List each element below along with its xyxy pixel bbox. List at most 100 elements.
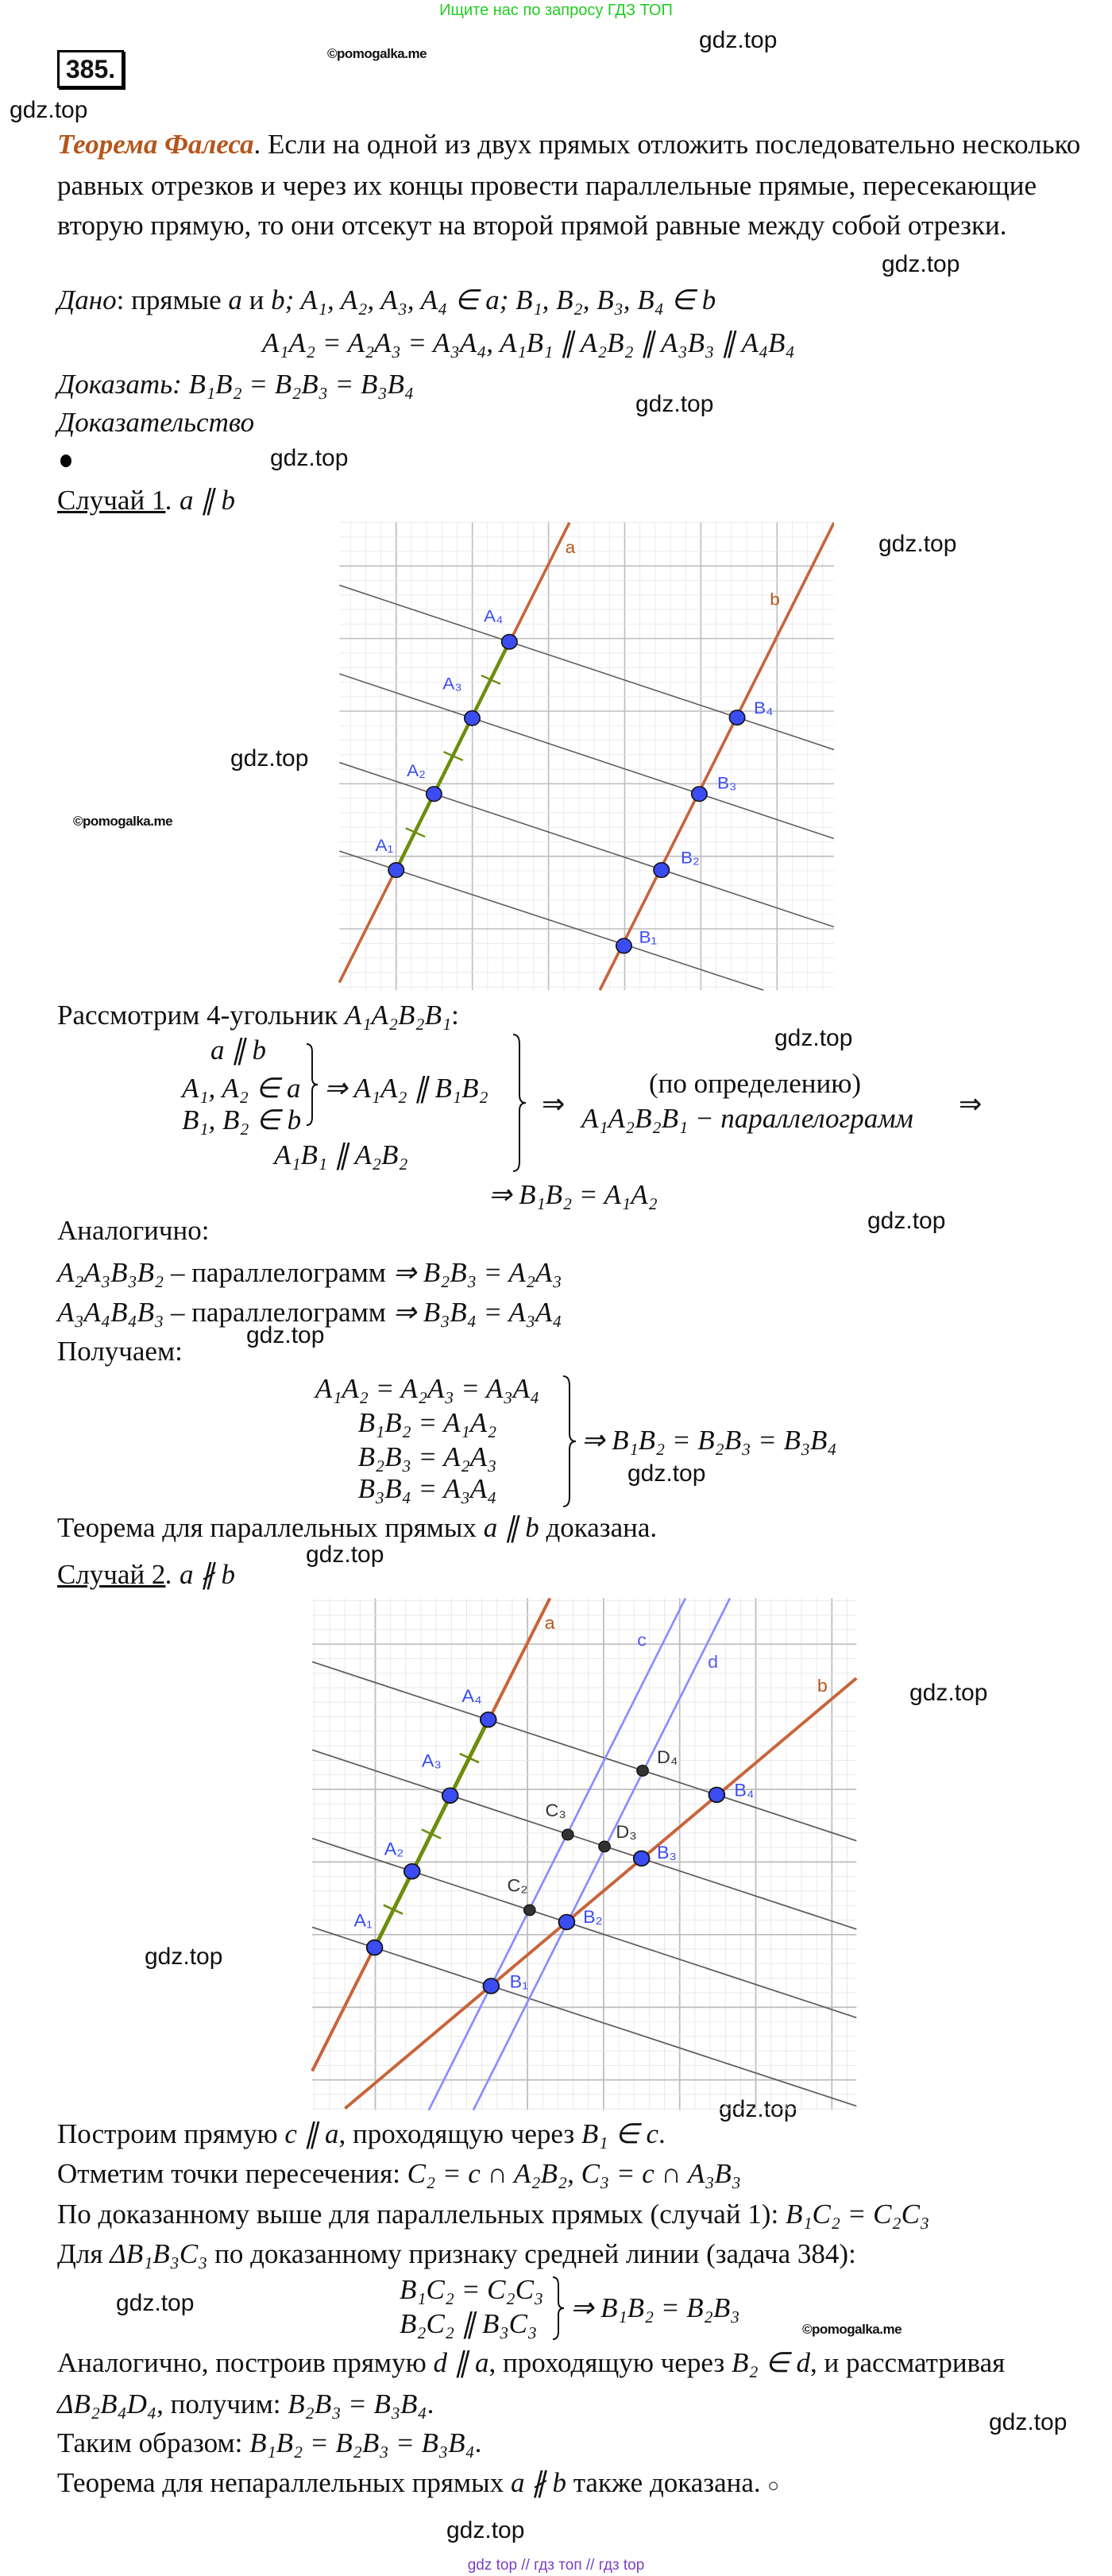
label-d3: D₃ <box>616 1822 636 1842</box>
get-sys-line: B₃B₄ = A₃A₄ <box>357 1473 497 1504</box>
grid <box>339 521 834 991</box>
figure-case2: A₁ A₂ A₃ A₄ B₁ B₂ B₃ B₄ C₂ C₃ D₃ D₄ a b … <box>311 1597 858 2111</box>
case2-sys-line: B₁C₂ = C₂C₃ <box>400 2274 544 2305</box>
text: Рассмотрим 4-угольник <box>57 1000 345 1031</box>
line-a3b3 <box>339 673 834 840</box>
theorem-line-2: равных отрезков и через их концы провест… <box>57 170 1037 201</box>
text: Отметим точки пересечения: <box>57 2158 407 2189</box>
text: – параллелограмм <box>164 1297 393 1328</box>
text: , проходящую через <box>488 2347 732 2378</box>
label-a1: A₁ <box>376 836 394 855</box>
end-of-proof-icon: ○ <box>767 2476 779 2497</box>
point-d4 <box>636 1764 649 1777</box>
points <box>388 633 746 954</box>
watermark: gdz.top <box>145 1944 223 1970</box>
math: a ∦ b <box>510 2467 566 2498</box>
text: и <box>241 284 272 315</box>
point-b3 <box>632 1850 651 1867</box>
label-b3: B₃ <box>657 1842 677 1862</box>
watermark: gdz.top <box>230 745 309 772</box>
sys-result: ⇒ B₁B₂ = A₁A₂ <box>488 1179 658 1210</box>
aux-points <box>523 1764 649 1917</box>
by-definition: (по определению) <box>649 1068 862 1099</box>
points <box>365 1711 726 1994</box>
point-b1 <box>615 938 632 954</box>
text: доказана. <box>539 1512 658 1543</box>
case2-sys-line: B₂C₂ ∥ B₃C₃ <box>400 2308 538 2339</box>
point-labels: A₁ A₂ A₃ A₄ B₁ B₂ B₃ B₄ <box>354 1685 755 1991</box>
sys-mid: ⇒ A₁A₂ ∥ B₁B₂ <box>324 1073 488 1104</box>
math: B₂ ∈ d <box>731 2347 810 2378</box>
label-a4: A₄ <box>484 606 503 625</box>
case2-step-7: Таким образом: B₁B₂ = B₂B₃ = B₃B₄. <box>57 2427 481 2459</box>
label-b3: B₃ <box>717 773 736 792</box>
text: . <box>658 2118 666 2149</box>
watermark: gdz.top <box>989 2409 1068 2435</box>
equal-tick-marks <box>383 1752 480 1915</box>
text: Таким образом: <box>57 2427 250 2458</box>
math: B₁B₂ = B₂B₃ = B₃B₄ <box>249 2427 475 2458</box>
given-conditions: A₁A₂ = A₂A₃ = A₃A₄, A₁B₁ ∥ A₂B₂ ∥ A₃B₃ ∥… <box>262 327 795 358</box>
math: C₂ = c ∩ A₂B₂, C₃ = c ∩ A₃B₃ <box>407 2158 741 2189</box>
text: . <box>474 2427 482 2458</box>
label-b1: B₁ <box>639 927 657 946</box>
label-line-a: a <box>545 1612 555 1632</box>
point-c2 <box>523 1904 536 1917</box>
case2-label: Случай 2 <box>57 1559 166 1590</box>
watermark: gdz.top <box>270 445 349 471</box>
similar-line-1: A₂A₃B₃B₂ – параллелограмм ⇒ B₂B₃ = A₂A₃ <box>57 1257 562 1289</box>
math: . a ∥ b <box>165 485 235 516</box>
line-a4b4 <box>339 584 834 751</box>
case2-step-6: ΔB₂B₄D₄, получим: B₂B₃ = B₃B₄. <box>57 2388 434 2420</box>
consider-line: Рассмотрим 4-угольник A₁A₂B₂B₁: <box>57 1000 459 1031</box>
text: По доказанному выше для параллельных пря… <box>57 2199 786 2230</box>
point-b4 <box>708 1786 726 1804</box>
get-label: Получаем: <box>57 1336 183 1367</box>
watermark: gdz.top <box>699 27 778 53</box>
grid <box>312 1598 857 2110</box>
math: ⇒ B₃B₄ = A₃A₄ <box>392 1297 562 1328</box>
label-line-d: d <box>708 1652 718 1672</box>
label-b2: B₂ <box>583 1907 603 1927</box>
given-line: Дано: прямые a и b; A₁, A₂, A₃, A₄ ∈ a; … <box>57 284 716 316</box>
watermark: gdz.top <box>882 251 960 277</box>
line-a1b1 <box>339 850 764 991</box>
similar-line-2: A₃A₄B₄B₃ – параллелограмм ⇒ B₃B₄ = A₃A₄ <box>57 1297 562 1329</box>
copyright-watermark: ©pomogalka.me <box>327 46 427 61</box>
copyright-watermark: ©pomogalka.me <box>802 2322 902 2337</box>
label-line-b: b <box>770 590 780 609</box>
text: Построим прямую <box>57 2118 285 2149</box>
text: Теорема для непараллельных прямых <box>57 2467 511 2498</box>
math: B₂B₃ = B₃B₄ <box>288 2388 427 2419</box>
brace-icon <box>512 1034 527 1172</box>
line-b <box>344 1677 858 2110</box>
point-b2 <box>653 862 670 878</box>
watermark: gdz.top <box>635 391 714 417</box>
math: : B₁B₂ = B₂B₃ = B₃B₄ <box>172 369 415 400</box>
line-c <box>427 1597 687 2111</box>
point-a3 <box>441 1787 459 1804</box>
theorem-line-1: Теорема Фалеса. Если на одной из двух пр… <box>57 129 1080 161</box>
task-number: 385. <box>57 50 124 88</box>
line-b <box>598 521 834 991</box>
label-b1: B₁ <box>510 1971 529 1991</box>
point-labels: A₁ A₂ A₃ A₄ B₁ B₂ B₃ B₄ <box>376 606 774 946</box>
point-b3 <box>690 786 708 803</box>
point-b4 <box>728 710 746 726</box>
text: . <box>427 2388 434 2419</box>
point-c3 <box>561 1828 574 1841</box>
text: по доказанному признаку средней линии (з… <box>207 2238 856 2269</box>
text: – параллелограмм <box>164 1257 393 1288</box>
watermark: gdz.top <box>306 1541 384 1568</box>
watermark: gdz.top <box>446 2517 525 2543</box>
point-a1 <box>388 862 405 878</box>
bullet-icon <box>60 454 71 467</box>
math: B₁ ∈ c <box>581 2118 658 2149</box>
get-sys-line: A₁A₂ = A₂A₃ = A₃A₄ <box>315 1373 540 1404</box>
line-a3b3 <box>311 1749 857 1930</box>
math: A₁A₂B₂B₁ <box>344 1000 452 1031</box>
theorem-name: Теорема Фалеса <box>57 129 254 160</box>
label-line-a: a <box>566 538 576 557</box>
text: , проходящую через <box>338 2118 581 2149</box>
label-c3: C₃ <box>546 1800 566 1820</box>
